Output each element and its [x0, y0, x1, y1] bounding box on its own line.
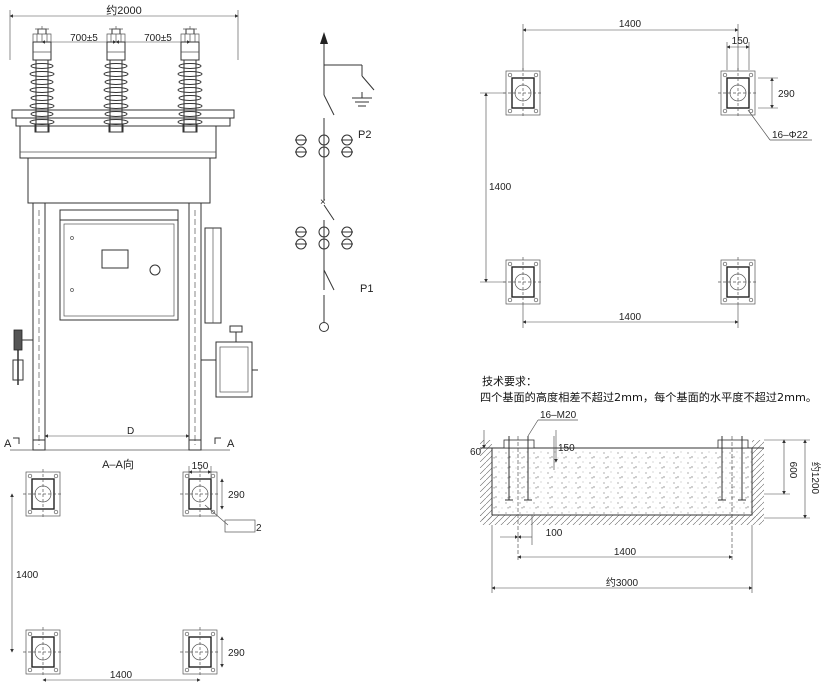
svg-text:×: × [320, 197, 326, 208]
insulator-right [177, 25, 203, 133]
front-view: 约2000 700±5 700±5 [4, 4, 258, 471]
bl-depth-label: 1400 [16, 570, 39, 581]
tr-bolt-depth-label: 290 [778, 89, 795, 100]
overall-width-label: 约2000 [106, 4, 141, 17]
tr-hole-spec-label: 16–Φ22 [772, 130, 808, 141]
section-label: A–A向 [102, 457, 134, 471]
tr-depth-label: 1400 [489, 182, 512, 193]
tr-width-bottom-label: 1400 [619, 312, 642, 323]
plan-view-bottom-left: 150 290 290 1400 1400 2 [10, 461, 262, 682]
bl-bolt-width-label: 150 [192, 461, 209, 472]
bl-callout-label: 2 [256, 523, 262, 534]
dim-1400-label: 1400 [614, 547, 637, 558]
depth-600-label: 600 [787, 462, 798, 479]
embed-label: 150 [558, 443, 575, 454]
bl-bolt-depth-top-label: 290 [228, 490, 245, 501]
bl-bolt-depth-bottom-label: 290 [228, 648, 245, 659]
tr-bolt-width-label: 150 [732, 36, 749, 47]
requirements-heading: 技术要求： [482, 375, 537, 388]
dim-d-label: D [127, 426, 134, 437]
p1-label: P1 [360, 283, 373, 295]
dim-100-label: 100 [546, 528, 563, 539]
plan-view-top-right: 1400 150 290 16–Φ22 1400 1400 [480, 19, 812, 328]
p2-label: P2 [358, 129, 371, 141]
dim-3000-label: 约3000 [606, 576, 639, 589]
foundation-section: 16–M20 150 60 600 约1200 100 1400 约3000 [470, 410, 822, 593]
insulator-left [29, 25, 55, 133]
section-mark-right: A [227, 438, 235, 450]
bolt-spec-label: 16–M20 [540, 410, 577, 421]
right-control-box [201, 325, 258, 398]
phase-spacing-left-label: 700±5 [70, 33, 98, 44]
bl-width-label: 1400 [110, 670, 133, 681]
requirements-text: 四个基面的高度相差不超过2mm，每个基面的水平度不超过2mm。 [480, 390, 817, 404]
single-line-diagram: P2 × P1 [295, 32, 375, 332]
tr-width-top-label: 1400 [619, 19, 642, 30]
left-top-label: 60 [470, 447, 482, 458]
phase-spacing-right-label: 700±5 [144, 33, 172, 44]
depth-1200-label: 约1200 [809, 462, 822, 495]
left-side-device [12, 329, 33, 385]
technical-requirements: 技术要求： 四个基面的高度相差不超过2mm，每个基面的水平度不超过2mm。 [480, 375, 817, 404]
section-mark-left: A [4, 438, 12, 450]
insulator-middle [103, 25, 129, 133]
